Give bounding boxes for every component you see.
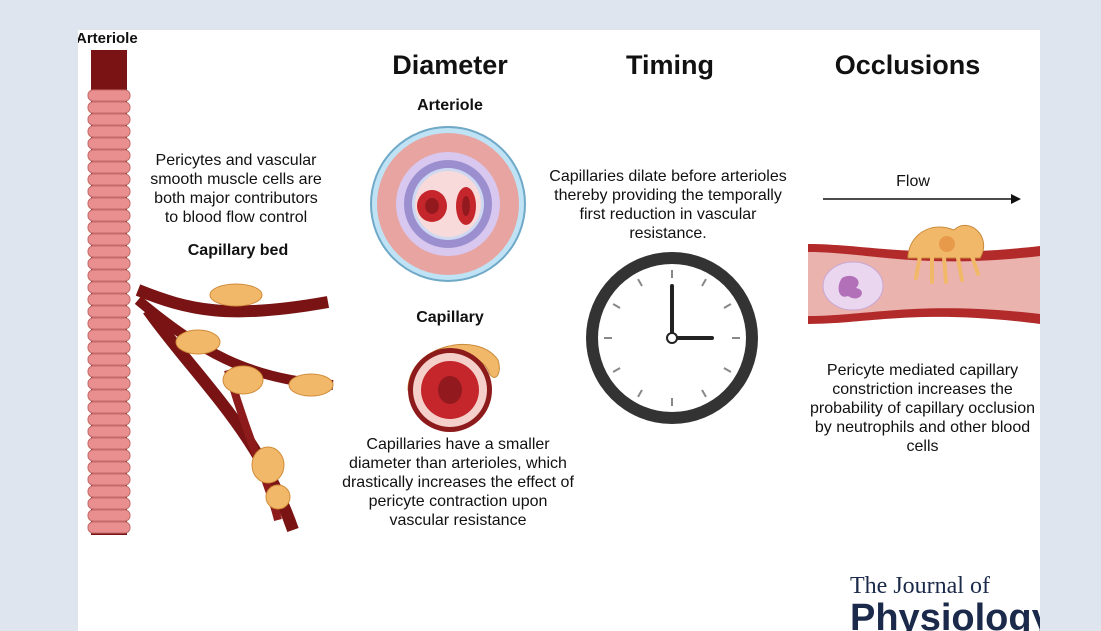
journal-logo-line2: Physiology: [850, 598, 1040, 631]
diameter-arteriole-label: Arteriole: [400, 97, 500, 115]
journal-logo-line1: The Journal of: [850, 574, 1040, 598]
timing-caption: Capillaries dilate before arterioles the…: [533, 167, 803, 243]
diameter-caption: Capillaries have a smaller diameter than…: [328, 435, 588, 530]
flow-arrow: [823, 193, 1023, 205]
clock-icon: [584, 250, 760, 426]
arteriole-cross-section: [368, 124, 528, 284]
figure-card: Arteriole Pericytes and vascular smooth …: [78, 30, 1040, 631]
diameter-capillary-label: Capillary: [400, 309, 500, 327]
occluded-capillary-illustration: [808, 216, 1040, 336]
diameter-heading: Diameter: [380, 50, 520, 81]
arteriole-illustration: [78, 50, 348, 550]
timing-heading: Timing: [610, 50, 730, 81]
pericytes-note: Pericytes and vascular smooth muscle cel…: [138, 151, 334, 227]
capillary-bed-label: Capillary bed: [178, 242, 298, 260]
occlusions-caption: Pericyte mediated capillary constriction…: [800, 361, 1040, 456]
arteriole-top-label: Arteriole: [78, 30, 156, 47]
capillary-cross-section: [398, 335, 508, 435]
flow-label: Flow: [888, 172, 938, 191]
journal-logo: The Journal of Physiology: [850, 574, 1040, 631]
occlusions-heading: Occlusions: [820, 50, 995, 81]
